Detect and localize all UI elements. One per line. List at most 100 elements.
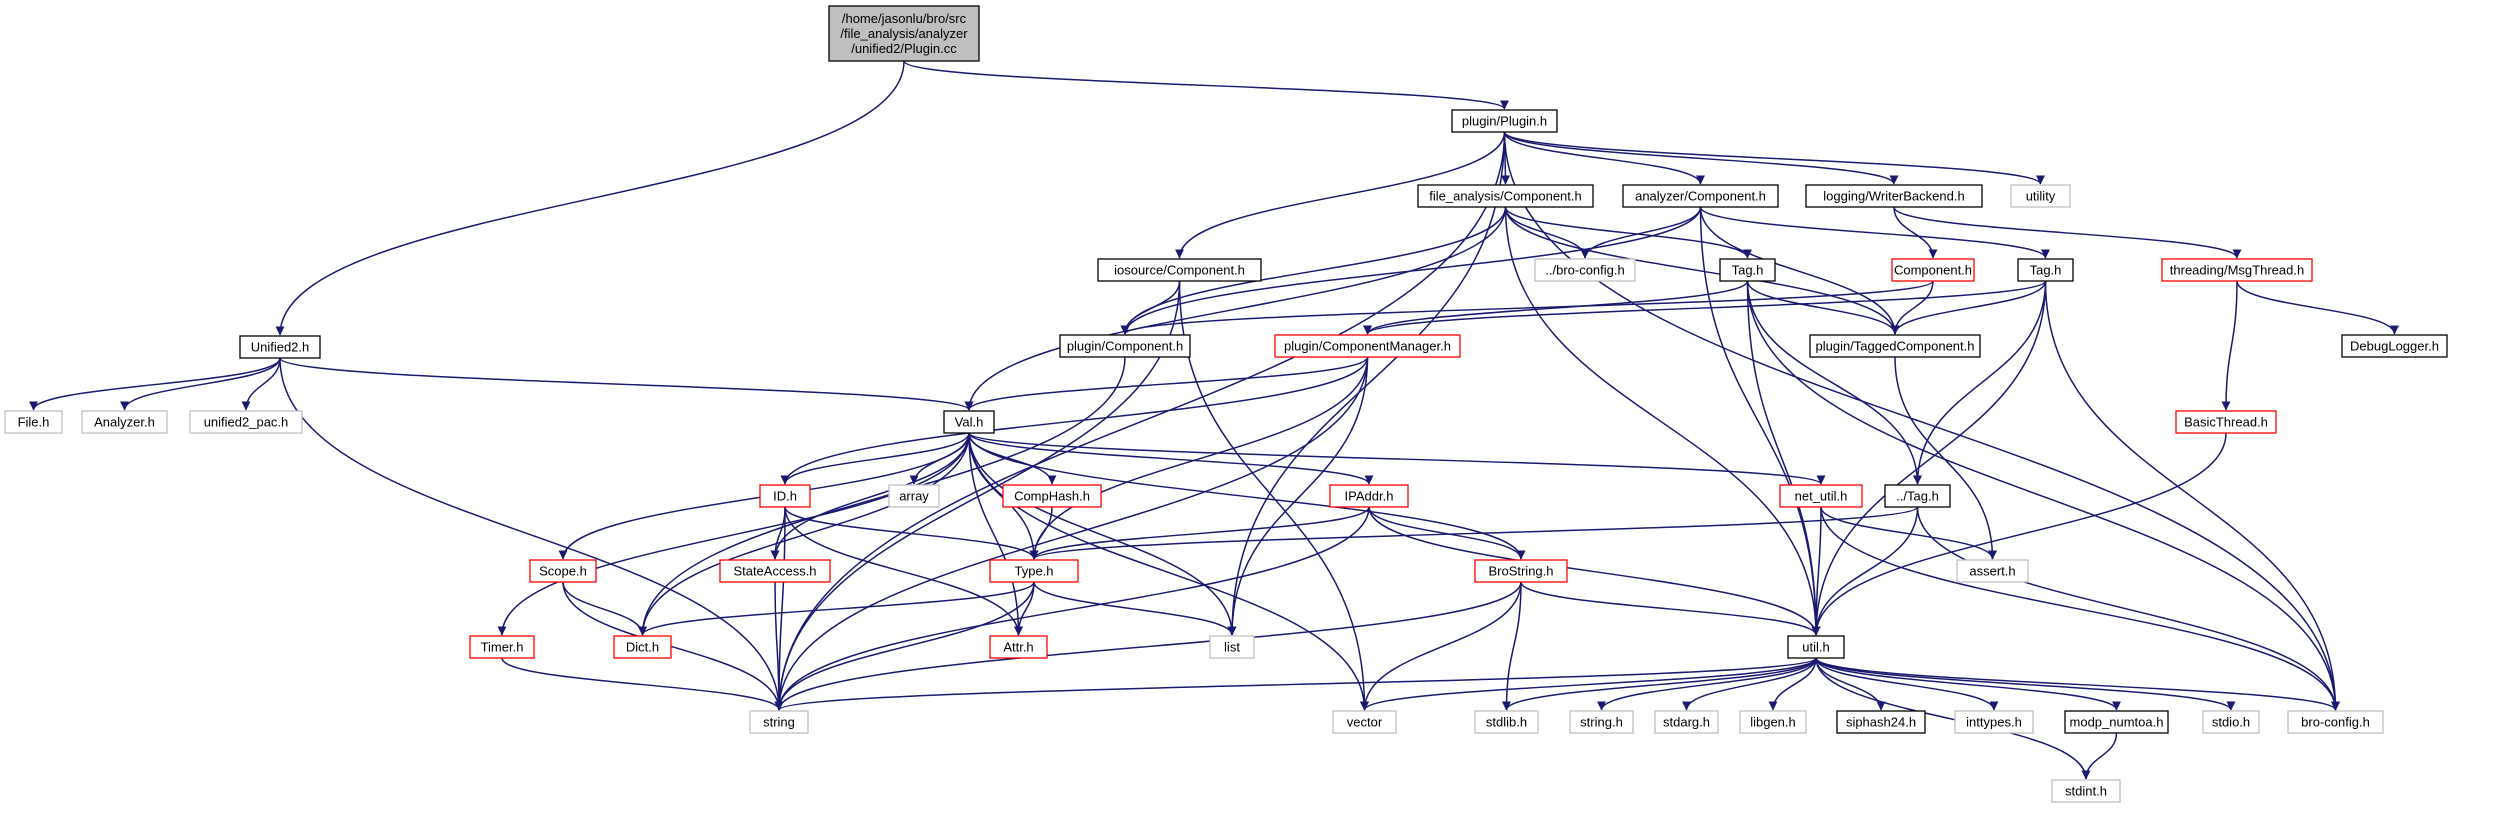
node-label: /file_analysis/analyzer [840,26,968,41]
edge-type_h-to-string [774,581,1035,711]
edge-val-to-brostring [968,432,1526,560]
node-box [888,484,940,508]
edge-tag2-to-taggedcomp [1890,280,2047,335]
node-component-red[interactable]: Component.h [1891,258,1975,282]
edge-plugin_plugin-to-utility [1503,131,2045,185]
node-string-h: string.h [1569,710,1634,734]
node-stdint: stdint.h [2051,779,2121,803]
node-label: file_analysis/Component.h [1429,189,1581,204]
node-label: plugin/ComponentManager.h [1284,339,1451,354]
node-dict[interactable]: Dict.h [613,635,672,659]
edge-scope-to-dict [562,581,647,636]
node-label: Unified2.h [251,340,310,355]
node-net-util[interactable]: net_util.h [1779,484,1863,508]
node-brostring[interactable]: BroString.h [1474,559,1568,583]
node-debuglogger[interactable]: DebugLogger.h [2341,334,2448,358]
edge-compmanager-to-val [964,356,1369,411]
node-label: threading/MsgThread.h [2170,263,2304,278]
edge-plugin_component-to-dict [638,356,1126,636]
node-box [2010,184,2071,208]
node-label: Tag.h [2030,263,2062,278]
node-label: list [1224,640,1240,655]
node-label: Attr.h [1003,640,1033,655]
node-fa-component[interactable]: file_analysis/Component.h [1417,184,1594,208]
node-tag1[interactable]: Tag.h [1719,258,1776,282]
node-unified2[interactable]: Unified2.h [239,335,321,359]
node-box [2051,779,2121,803]
node-modp[interactable]: modp_numtoa.h [2064,710,2169,734]
edge-util-to-stdlib [1502,657,1817,711]
edge-unified2-to-unified2_pac [241,357,281,411]
node-label: stdarg.h [1663,715,1710,730]
node-tag-rel[interactable]: ../Tag.h [1884,484,1951,508]
edge-ipaddr-to-type_h [1029,506,1370,560]
node-label: libgen.h [1750,715,1796,730]
node-iosource-component[interactable]: iosource/Component.h [1097,258,1262,282]
node-box [1569,710,1634,734]
edge-brostring-to-vector [1360,581,1522,711]
edge-id_h-to-attr [784,506,1023,636]
edge-type_h-to-dict [638,581,1035,636]
node-label: analyzer/Component.h [1635,189,1766,204]
edge-tag_rel-to-type_h [1029,506,1919,560]
edge-msgthread-to-basicthread [2221,280,2238,411]
node-plugin-plugin[interactable]: plugin/Plugin.h [1451,109,1558,133]
node-box [189,410,303,434]
node-label: logging/WriterBackend.h [1823,189,1964,204]
edge-plugin_plugin-to-broconfig [1503,131,2340,711]
edge-an_component-to-broconfig_rel [1580,206,1702,259]
edge-an_component-to-taggedcomp [1699,206,1900,335]
node-scope[interactable]: Scope.h [529,559,597,583]
node-siphash[interactable]: siphash24.h [1836,710,1926,734]
file-nodes: /home/jasonlu/bro/src/file_analysis/anal… [4,5,2448,803]
node-writerbackend[interactable]: logging/WriterBackend.h [1805,184,1983,208]
node-ipaddr[interactable]: IPAddr.h [1329,484,1409,508]
edge-val-to-ipaddr [968,432,1374,485]
node-util[interactable]: util.h [1787,635,1845,659]
node-timer[interactable]: Timer.h [469,635,535,659]
node-plugin-component[interactable]: plugin/Component.h [1059,334,1191,358]
edge-val-to-vector [968,432,1369,711]
node-label: CompHash.h [1014,489,1090,504]
node-label: StateAccess.h [733,564,816,579]
node-taggedcomp[interactable]: plugin/TaggedComponent.h [1809,334,1981,358]
node-label: string [763,715,795,730]
edge-util-to-inttypes [1815,657,1999,711]
node-box [613,635,672,659]
node-attr[interactable]: Attr.h [989,635,1048,659]
node-label: plugin/Component.h [1067,339,1183,354]
node-box [2017,258,2074,282]
node-msgthread[interactable]: threading/MsgThread.h [2161,258,2313,282]
node-an-component[interactable]: analyzer/Component.h [1622,184,1779,208]
node-root[interactable]: /home/jasonlu/bro/src/file_analysis/anal… [828,5,980,62]
node-label: inttypes.h [1966,715,2022,730]
node-box [2341,334,2448,358]
edge-tag_rel-to-util [1811,506,1919,636]
node-id-h[interactable]: ID.h [759,484,811,508]
node-file-h: File.h [4,410,63,434]
edge-taggedcomp-to-assert [1894,356,1997,560]
edge-tag_rel-to-broconfig [1916,506,2340,711]
node-basicthread[interactable]: BasicThread.h [2175,410,2277,434]
node-analyzer-h: Analyzer.h [81,410,168,434]
edge-util-to-broconfig [1815,657,2340,711]
node-val[interactable]: Val.h [943,410,995,434]
node-label: DebugLogger.h [2350,339,2439,354]
node-libgen: libgen.h [1739,710,1807,734]
edge-msgthread-to-debuglogger [2236,280,2399,335]
node-box [2161,258,2313,282]
edge-plugin_plugin-to-iosource_component [1175,131,1506,259]
edge-fa_component-to-taggedcomp [1504,206,1900,335]
node-label: Val.h [955,415,984,430]
edge-unified2-to-file_h [29,357,281,411]
edge-util-to-string [774,657,1817,711]
node-stateaccess[interactable]: StateAccess.h [719,559,831,583]
node-compmanager[interactable]: plugin/ComponentManager.h [1274,334,1461,358]
edge-net_util-to-assert [1820,506,1997,560]
edge-plugin_plugin-to-an_component [1503,131,1705,185]
edge-util-to-stdarg [1682,657,1817,711]
node-box [529,559,597,583]
node-type-h[interactable]: Type.h [989,559,1079,583]
node-tag2[interactable]: Tag.h [2017,258,2074,282]
node-comphash[interactable]: CompHash.h [1002,484,1102,508]
